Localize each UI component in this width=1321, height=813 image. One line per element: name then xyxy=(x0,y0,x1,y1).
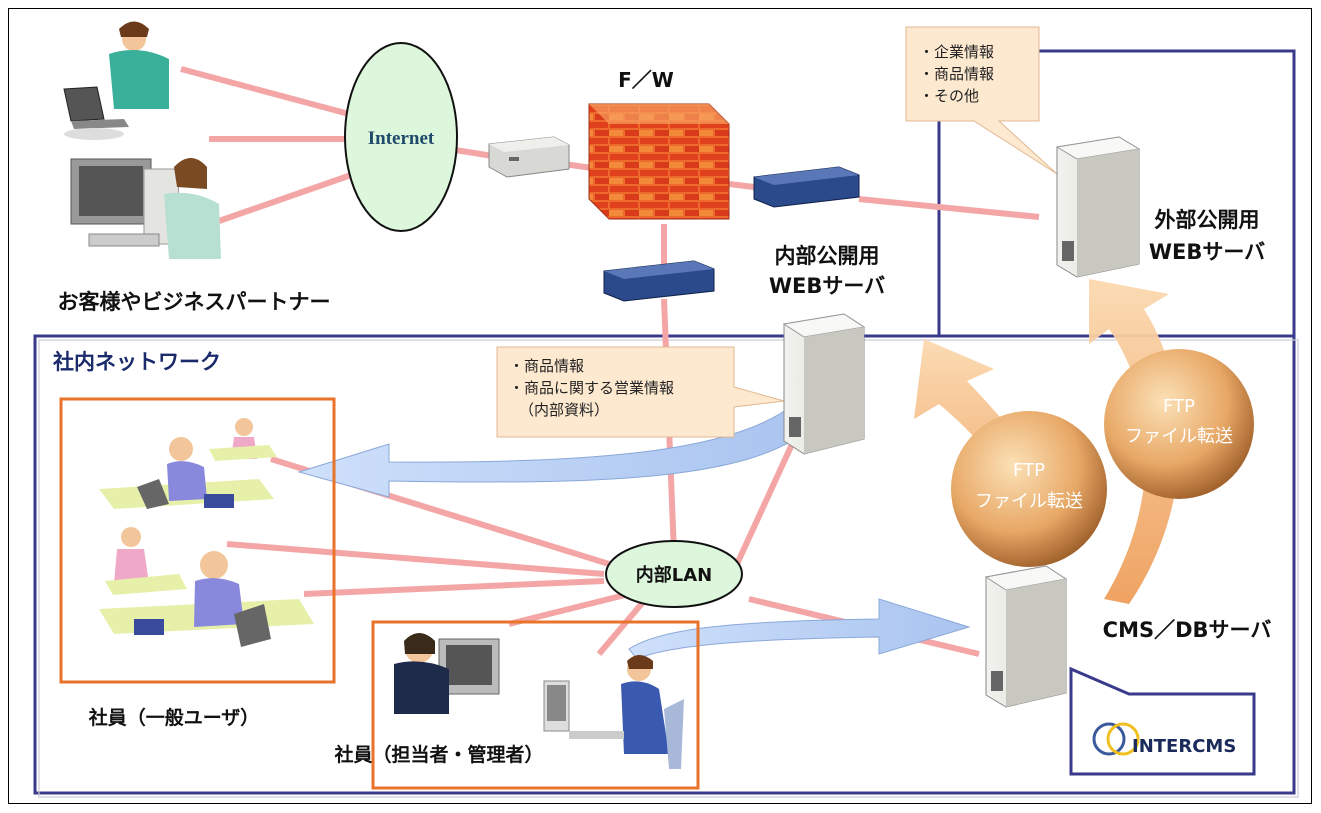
ftp-transfer-left: FTP ファイル転送 xyxy=(951,411,1107,567)
dmz-zone xyxy=(937,49,1296,336)
distribution-arrow xyxy=(297,403,810,498)
internal-callout-line-2: ・商品に関する営業情報 xyxy=(509,379,674,397)
internal-web-server-icon xyxy=(782,313,866,455)
switch-internal xyxy=(603,260,715,302)
logo-callout xyxy=(1069,666,1256,776)
network-diagram: FTP ファイル転送 FTP ファイル転送 Internet F／W ・企業情報… xyxy=(33,21,1299,798)
firewall-icon xyxy=(588,103,730,220)
admin-workers-icon xyxy=(394,633,684,769)
ftp-left-title: FTP xyxy=(1013,460,1045,481)
internet-label: Internet xyxy=(368,128,435,149)
intranet-label: 社内ネットワーク xyxy=(52,350,221,374)
external-web-server-icon xyxy=(1055,136,1141,278)
diagram-frame: FTP ファイル転送 FTP ファイル転送 Internet F／W ・企業情報… xyxy=(8,8,1312,804)
ftp-right-sub: ファイル転送 xyxy=(1125,426,1233,447)
external-callout-line-3: ・その他 xyxy=(919,87,979,105)
ftp-left-sub: ファイル転送 xyxy=(975,491,1083,512)
cms-db-server-icon xyxy=(984,565,1068,708)
external-web-label-1: 外部公開用 xyxy=(1155,208,1260,232)
cms-server-label: CMS／DBサーバ xyxy=(1103,618,1272,642)
ftp-transfer-right: FTP ファイル転送 xyxy=(1104,349,1254,499)
external-web-label-2: WEBサーバ xyxy=(1149,240,1265,264)
internal-callout-line-3: （内部資料） xyxy=(519,401,609,419)
internal-web-label-2: WEBサーバ xyxy=(769,274,885,298)
customers-label: お客様やビジネスパートナー xyxy=(58,290,331,314)
admin-employees-label: 社員（担当者・管理者） xyxy=(333,743,543,766)
internal-web-label-1: 内部公開用 xyxy=(775,244,880,268)
ftp-right-title: FTP xyxy=(1163,396,1195,417)
internal-callout-line-1: ・商品情報 xyxy=(509,357,584,375)
internal-callout: ・商品情報 ・商品に関する営業情報 （内部資料） xyxy=(496,346,785,438)
lan-label: 内部LAN xyxy=(636,564,712,586)
admin-employees-group xyxy=(371,620,700,790)
router xyxy=(488,136,570,178)
internet-cloud xyxy=(344,42,458,232)
intercms-logo-text: INTERCMS xyxy=(1132,736,1236,757)
general-employees-group xyxy=(59,397,336,684)
external-callout-line-1: ・企業情報 xyxy=(919,43,994,61)
office-workers-icon xyxy=(99,418,314,647)
external-callout-line-2: ・商品情報 xyxy=(919,65,994,83)
firewall-label: F／W xyxy=(618,68,674,92)
intercms-logo: INTERCMS xyxy=(1092,722,1236,757)
external-callout: ・企業情報 ・商品情報 ・その他 xyxy=(905,26,1058,175)
switch-dmz xyxy=(753,166,860,208)
lan-hub xyxy=(605,540,743,608)
customer-laptop-user xyxy=(63,21,169,140)
customer-desktop-user xyxy=(70,158,221,259)
upload-arrow xyxy=(628,598,971,660)
general-employees-label: 社員（一般ユーザ） xyxy=(88,706,260,729)
